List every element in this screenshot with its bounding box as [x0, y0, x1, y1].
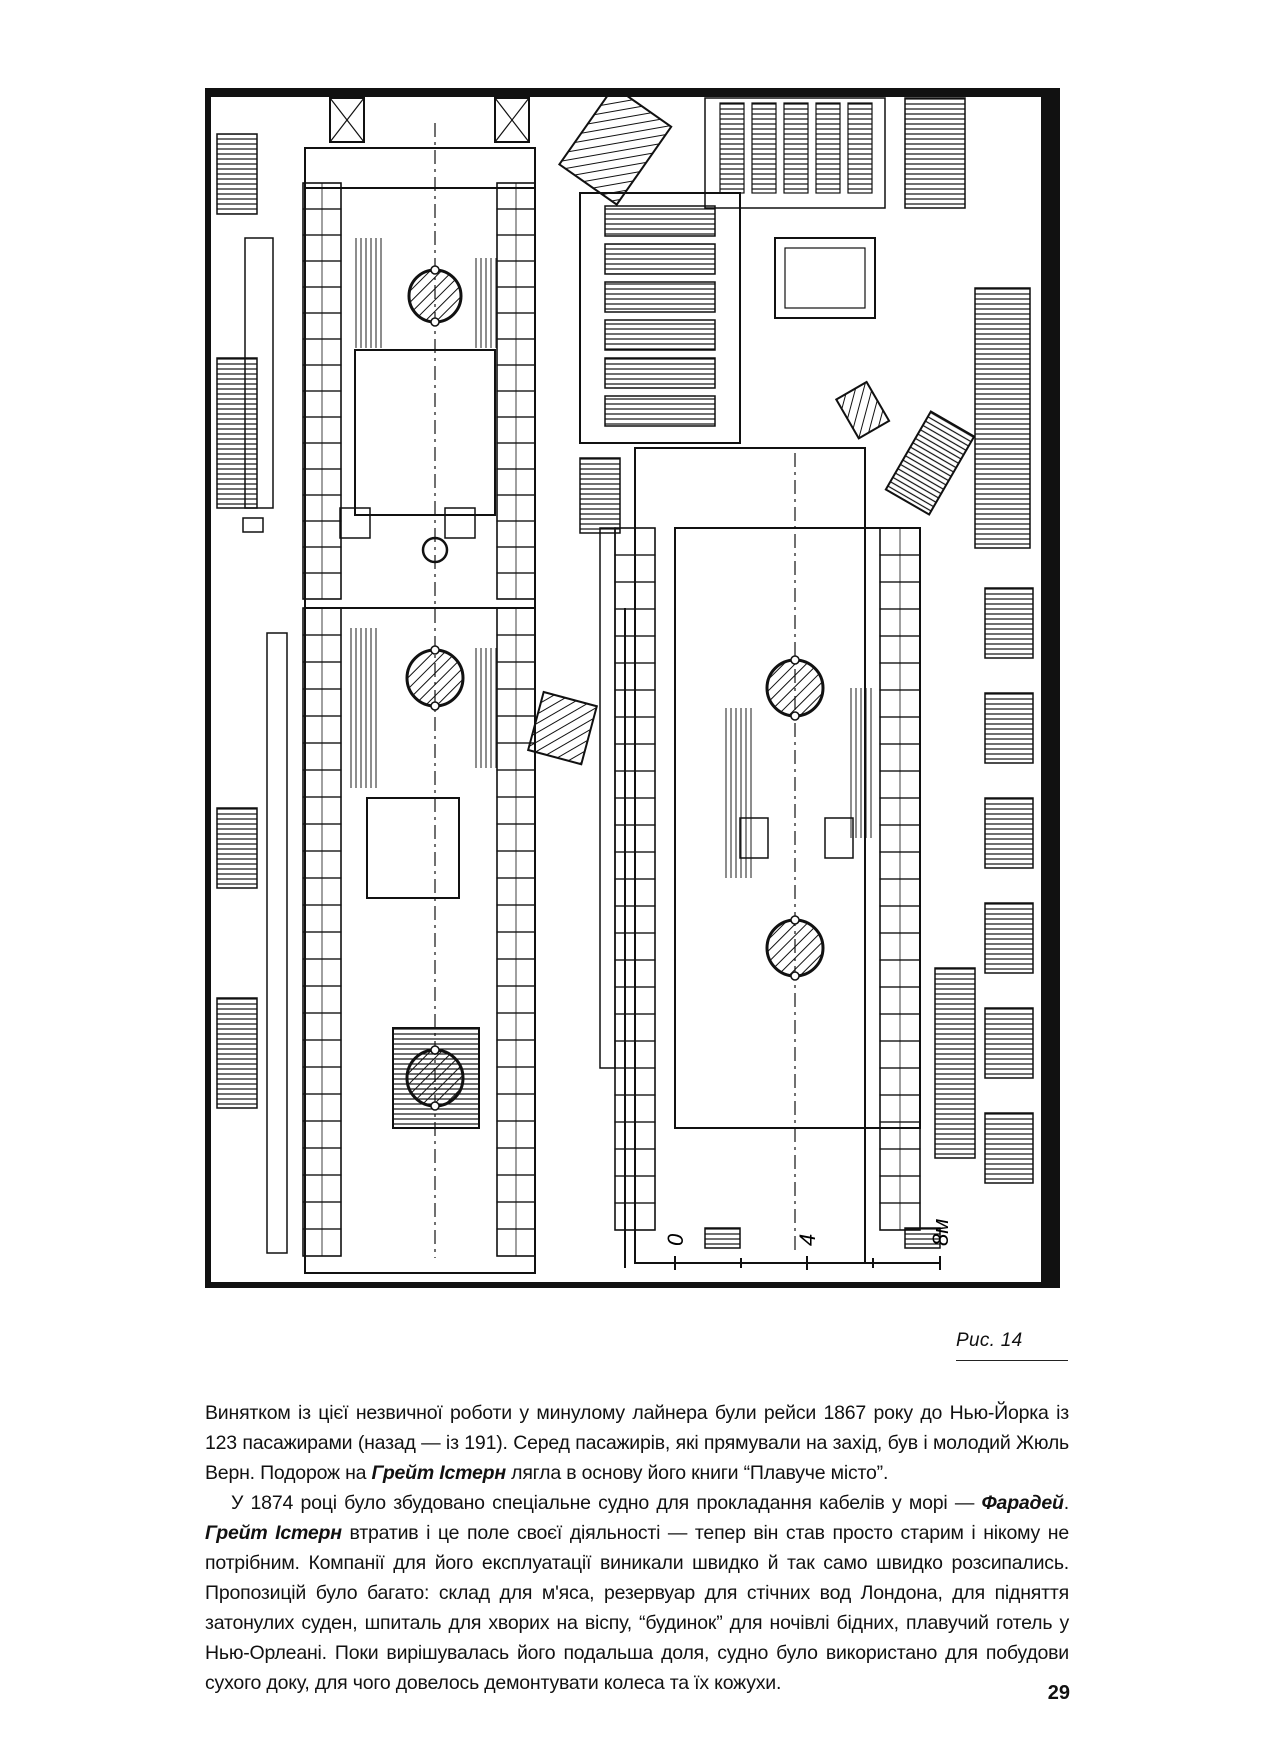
text-run: лягла в основу його книги “Плавуче місто…	[505, 1462, 889, 1484]
side-walkway	[266, 632, 288, 1254]
figure-caption: Рис. 14	[956, 1330, 1023, 1351]
side-structure	[579, 457, 621, 534]
paragraph-1: Винятком із цієї незвичної роботи у мину…	[205, 1398, 1069, 1488]
side-structure	[984, 797, 1034, 869]
deck-house-window	[604, 205, 716, 237]
skylight	[329, 97, 365, 143]
funnel	[765, 658, 825, 718]
bollard	[421, 536, 449, 564]
upper-cabin-window	[719, 102, 745, 194]
tilted-skylight	[557, 88, 673, 206]
side-structure	[216, 997, 258, 1109]
text-run: .	[1063, 1492, 1069, 1514]
tilted-box	[526, 690, 599, 766]
deck-furniture	[704, 1227, 741, 1249]
side-walkway	[599, 527, 616, 1069]
deck-shading	[850, 688, 875, 838]
deck-plan-shapes	[216, 88, 1034, 1274]
scale-label-0: 0	[663, 1233, 688, 1246]
ship-deck-plan-figure: 0 4 8м	[205, 88, 1060, 1288]
funnel	[405, 1048, 465, 1108]
text-run: У 1874 році було збудовано спеціальне су…	[231, 1492, 982, 1514]
funnel-node	[790, 971, 800, 981]
side-structure	[216, 133, 258, 215]
side-structure	[904, 97, 966, 209]
deck-shading	[475, 648, 500, 768]
skylight	[494, 97, 530, 143]
page-number: 29	[1047, 1682, 1070, 1704]
side-structure	[984, 902, 1034, 974]
deck-house-window	[604, 319, 716, 351]
funnel-node	[430, 1045, 440, 1055]
side-structure	[934, 967, 976, 1159]
upper-cabin-window	[751, 102, 777, 194]
funnel-node	[430, 1101, 440, 1111]
tilted-box	[834, 380, 891, 440]
upper-left-deck	[304, 147, 536, 609]
deck-house-window	[604, 395, 716, 427]
upper-left-deck-head	[304, 147, 536, 189]
lower-left-deck	[304, 607, 536, 1274]
scale-label-4: 4	[795, 1234, 820, 1246]
deck-house-window	[604, 281, 716, 313]
deck-house-window	[604, 357, 716, 389]
funnel-node	[430, 645, 440, 655]
funnel-node	[790, 655, 800, 665]
tilted-skylight	[884, 410, 976, 516]
side-structure	[216, 807, 258, 889]
deck-plan-drawing: 0 4 8м	[205, 88, 1060, 1288]
upper-cabin-window	[847, 102, 873, 194]
text-run: втратив і це поле своєї діяльності — теп…	[205, 1522, 1069, 1694]
funnel-node	[790, 711, 800, 721]
deck-shading	[355, 238, 385, 348]
deck-shading	[350, 628, 380, 788]
body-text: Винятком із цієї незвичної роботи у мину…	[205, 1398, 1069, 1698]
promenade	[674, 527, 921, 1129]
skylight-cross	[494, 97, 530, 143]
deck-box	[339, 507, 371, 539]
side-structure	[984, 1112, 1034, 1184]
deck-house-window	[604, 243, 716, 275]
ship-name-emphasis: Грейт Істерн	[371, 1462, 507, 1484]
hatch-cover	[354, 349, 496, 516]
paragraph-2: У 1874 році було збудовано спеціальне су…	[205, 1488, 1069, 1698]
side-walkway	[244, 237, 274, 509]
funnel-node	[430, 701, 440, 711]
side-structure	[984, 1007, 1034, 1079]
upper-cabins	[704, 97, 886, 209]
side-structure	[984, 587, 1034, 659]
caption-underline	[956, 1360, 1068, 1361]
side-structure	[974, 287, 1031, 549]
deck-box	[444, 507, 476, 539]
side-structure	[216, 357, 258, 509]
deck-furniture	[904, 1227, 941, 1249]
funnel-node	[430, 265, 440, 275]
funnel-node	[430, 317, 440, 327]
ship-name-emphasis: Грейт Істерн	[205, 1522, 342, 1544]
deck-house	[579, 192, 741, 444]
ship-name-emphasis: Фарадей	[981, 1492, 1064, 1514]
funnel	[407, 268, 463, 324]
funnel-node	[790, 915, 800, 925]
upper-cabin-window	[815, 102, 841, 194]
deck-shading	[475, 258, 500, 348]
text-run: Винятком із цієї незвичної роботи у мину…	[205, 1402, 1069, 1484]
skylight-cross	[329, 97, 365, 143]
deck-box	[739, 817, 769, 859]
side-structure	[984, 692, 1034, 764]
scale-bar: 0 4 8м	[663, 1219, 953, 1270]
hatch-cover	[366, 797, 460, 899]
scale-label-8m: 8м	[928, 1219, 953, 1246]
side-box	[242, 517, 264, 533]
deck-box	[824, 817, 854, 859]
funnel	[765, 918, 825, 978]
funnel	[405, 648, 465, 708]
upper-cabin-window	[783, 102, 809, 194]
chart-house-inner	[784, 247, 866, 309]
chart-house	[774, 237, 876, 319]
